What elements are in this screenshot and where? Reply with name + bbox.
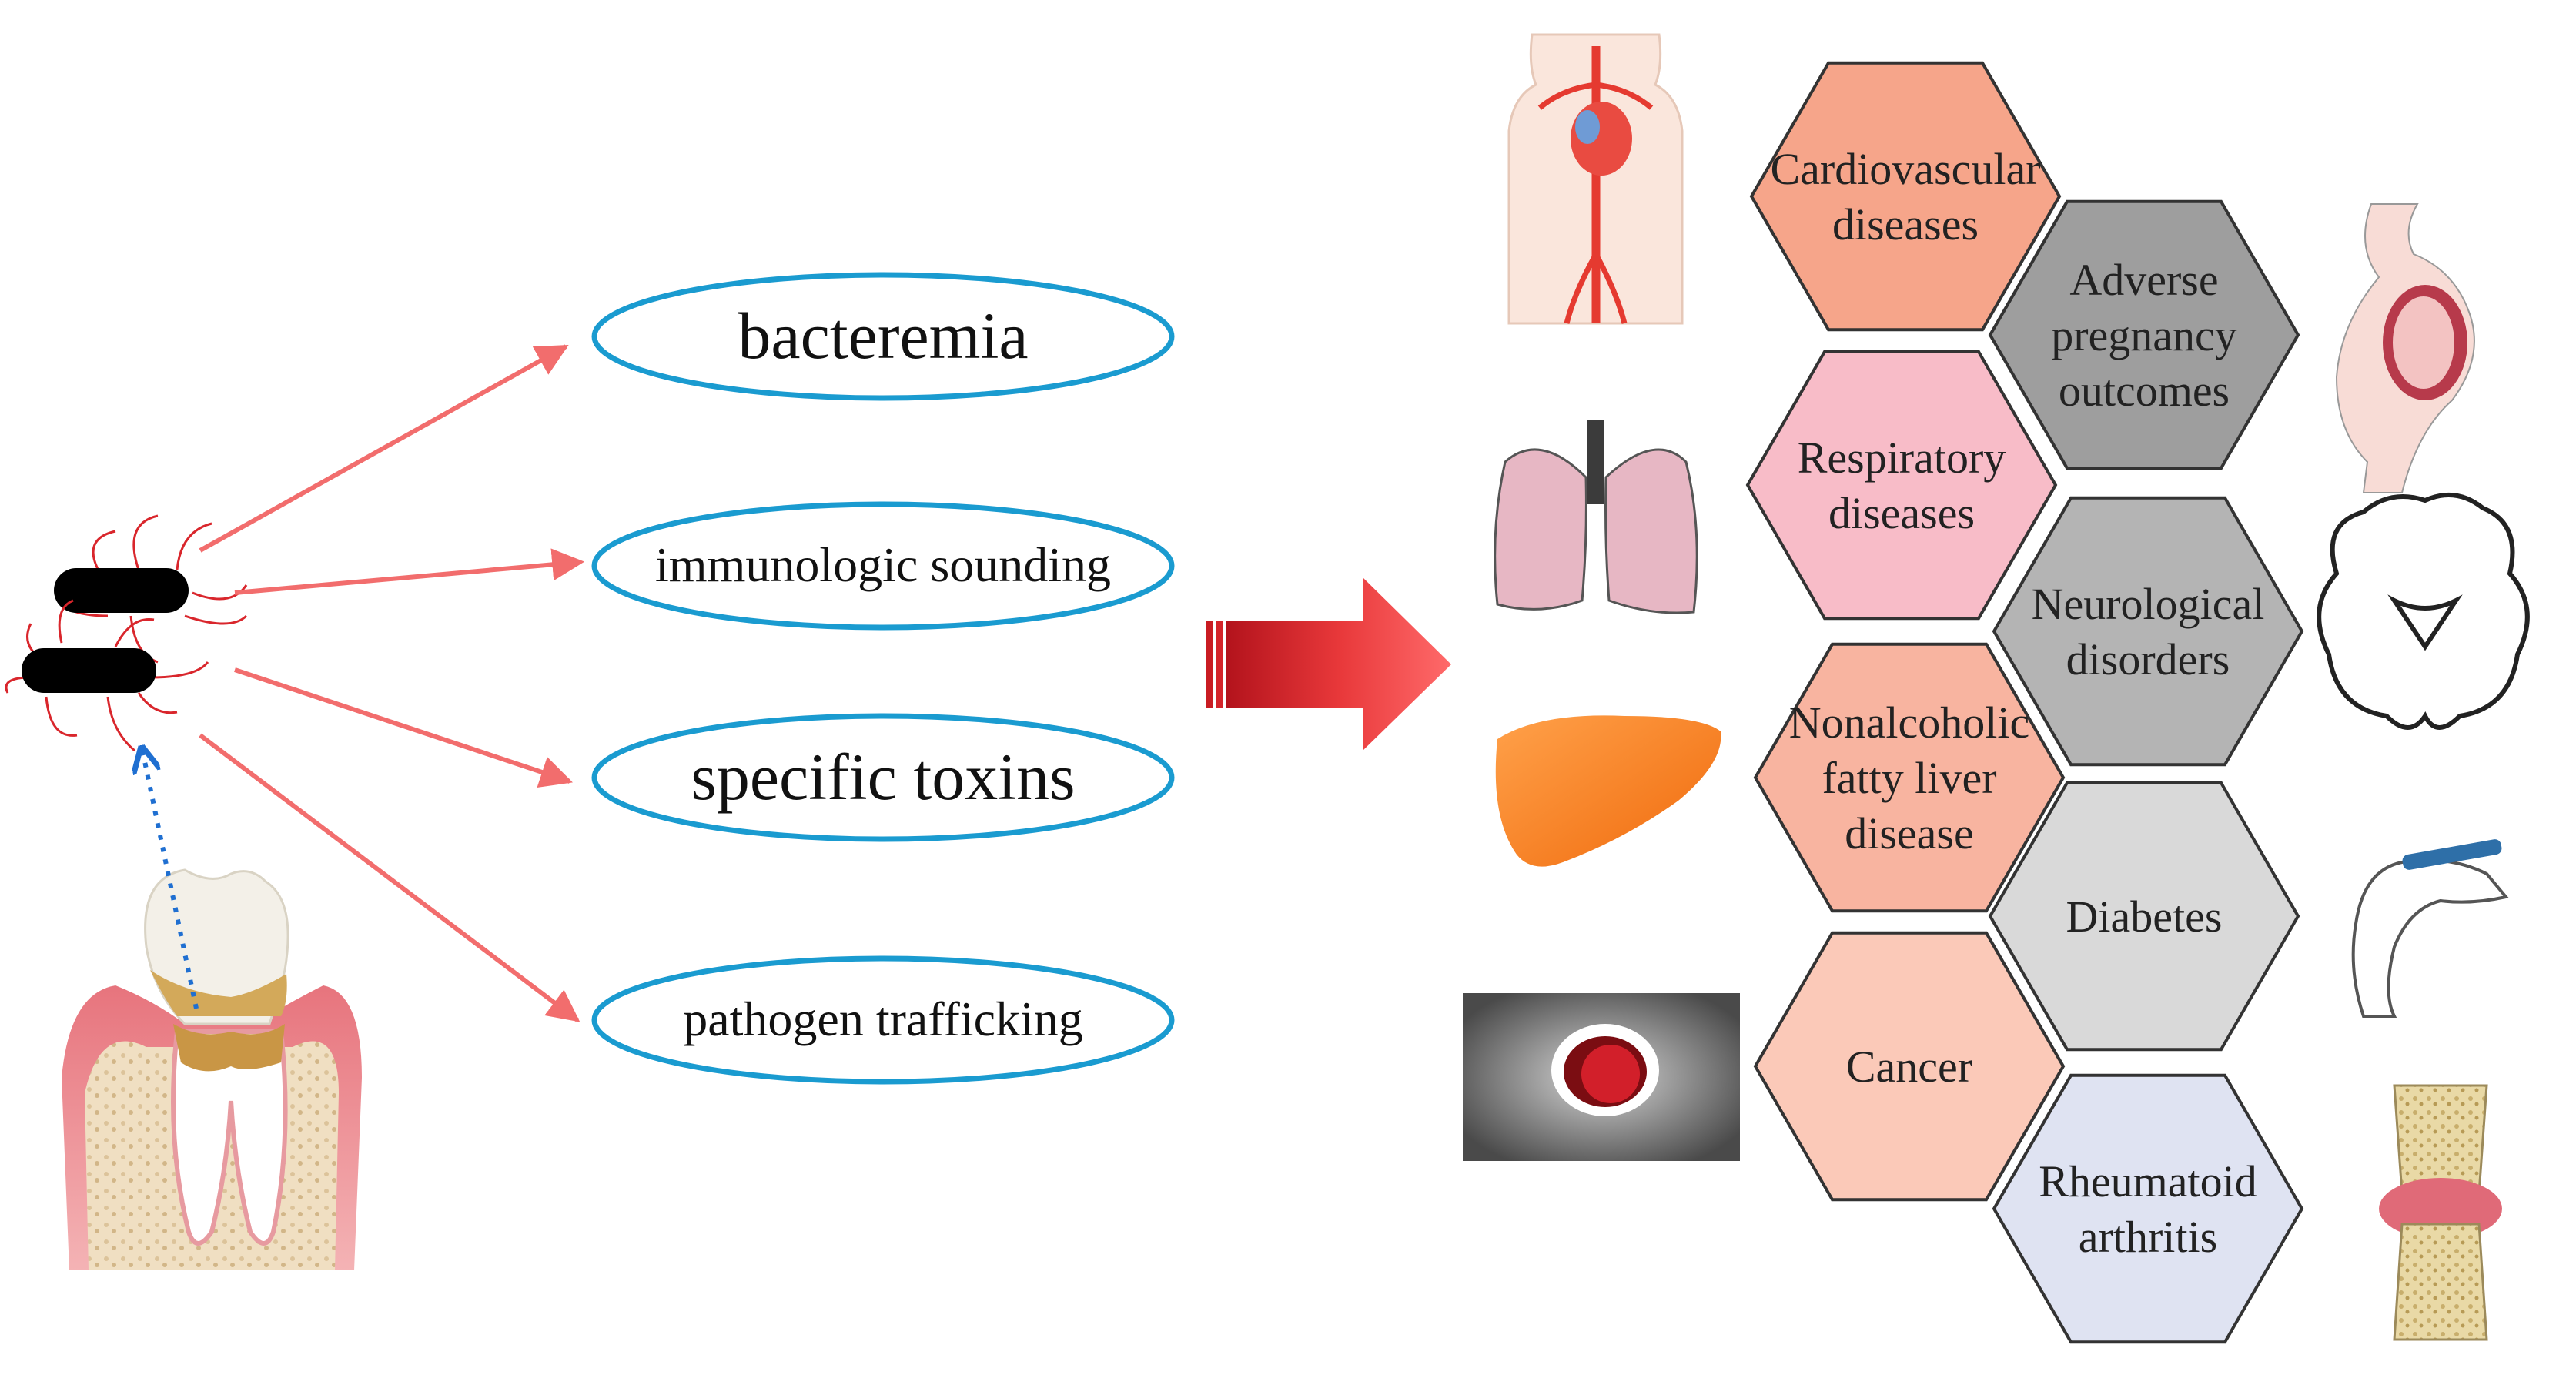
disease-label: Nonalcoholic <box>1789 698 2029 748</box>
disease-label: outcomes <box>2059 366 2230 416</box>
disease-label: diseases <box>1832 199 1979 249</box>
arrow-to-immunologic <box>234 548 585 595</box>
disease-label: Cardiovascular <box>1770 144 2040 194</box>
disease-hexagon <box>1749 61 2062 332</box>
disease-hexagon <box>1988 199 2300 470</box>
disease-label: disease <box>1845 808 1974 858</box>
disease-hexagon <box>1988 781 2300 1052</box>
disease-label: pregnancy <box>2051 310 2237 360</box>
disease-hexagon <box>1992 1073 2304 1344</box>
insulin-pen-icon <box>2351 839 2509 1018</box>
mechanism-ellipse-bacteremia: bacteremia <box>591 272 1175 401</box>
disease-label: Adverse <box>2069 255 2218 305</box>
disease-hexagons: CardiovasculardiseasesAdversepregnancyou… <box>1745 61 2304 1344</box>
arrow-to-bacteremia <box>199 344 569 553</box>
joint-icon <box>2379 1084 2502 1341</box>
disease-label: fatty liver <box>1822 753 1996 803</box>
mechanism-label: specific toxins <box>691 740 1075 814</box>
mechanism-label: bacteremia <box>738 299 1028 373</box>
disease-label: disorders <box>2066 634 2230 684</box>
disease-hexagon <box>1753 642 2066 913</box>
disease-hexagon <box>1745 350 2058 621</box>
heart-vessels-icon <box>1507 33 1684 325</box>
disease-label: Cancer <box>1846 1042 1972 1092</box>
mechanism-ellipse-immunologic: immunologic sounding <box>591 501 1175 631</box>
lungs-icon <box>1494 420 1698 614</box>
disease-label: diseases <box>1828 488 1975 538</box>
mechanism-arrows <box>199 344 585 1022</box>
disease-label: arthritis <box>2079 1212 2217 1262</box>
arrow-to-toxins <box>234 667 573 788</box>
mechanism-label: immunologic sounding <box>655 537 1111 592</box>
disease-label: Neurological <box>2032 579 2265 629</box>
disease-hexagon <box>1992 496 2304 767</box>
mechanism-ellipse-toxins: specific toxins <box>591 713 1175 842</box>
disease-label: Rheumatoid <box>2039 1156 2257 1206</box>
disease-label: Respiratory <box>1798 433 2006 483</box>
mechanism-ellipse-trafficking: pathogen trafficking <box>591 955 1175 1085</box>
liver-icon <box>1495 715 1721 867</box>
disease-label: Diabetes <box>2066 892 2223 942</box>
arrow-to-trafficking <box>199 733 580 1022</box>
big-red-arrow <box>1206 577 1451 751</box>
pregnancy-icon <box>2335 203 2475 493</box>
mechanism-label: pathogen trafficking <box>683 992 1083 1046</box>
mouth-cancer-icon <box>1463 993 1740 1161</box>
bacteria-icon <box>5 514 248 752</box>
brain-icon <box>2317 492 2530 730</box>
tooth-icon <box>62 868 362 1270</box>
disease-hexagon <box>1753 931 2066 1202</box>
